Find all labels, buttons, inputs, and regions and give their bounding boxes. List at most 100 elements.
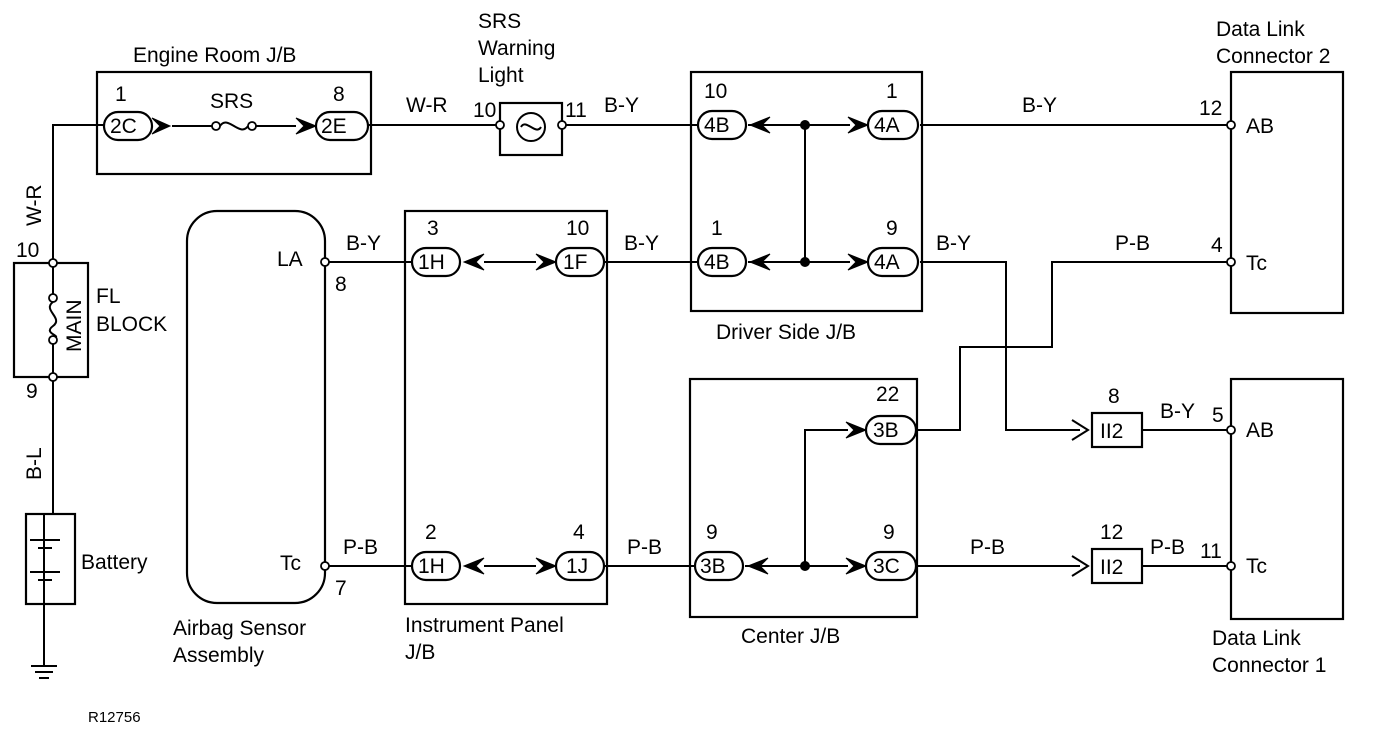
fl-block-label-2: BLOCK <box>96 313 167 336</box>
dlc1-title-1: Data Link <box>1212 627 1301 650</box>
ip-tr-connector: 1F <box>563 251 588 274</box>
ip-br-connector: 1J <box>566 555 588 578</box>
data-link-connector-2: Data Link Connector 2 12 AB 4 Tc <box>1199 18 1345 315</box>
data-link-connector-1: 5 AB 11 Tc Data Link Connector 1 <box>1200 377 1345 677</box>
ii2-lower-connector: II2 12 <box>1071 521 1144 585</box>
figure-id: R12756 <box>88 709 141 726</box>
srs-light-pin-in: 10 <box>473 99 496 122</box>
wire-pb-dlc2-tc <box>918 261 1230 431</box>
srs-light-pin-out: 11 <box>565 99 587 122</box>
wire-label-pb-ip-to-center: P-B <box>627 536 662 559</box>
connector-arrow-icon <box>1071 555 1090 577</box>
wires <box>43 124 1230 665</box>
driver-bl-pin: 1 <box>711 217 723 240</box>
driver-tl-connector: 4B <box>704 114 730 137</box>
center-br-connector: 3C <box>873 555 900 578</box>
battery-label: Battery <box>81 551 148 574</box>
wire-label-by-driver-out: B-Y <box>936 232 971 255</box>
dlc1-title-2: Connector 1 <box>1212 654 1326 677</box>
ground-icon <box>31 665 57 679</box>
wire-label-by-light-out: B-Y <box>604 94 639 117</box>
engine-room-jb-title: Engine Room J/B <box>133 44 296 67</box>
airbag-title-1: Airbag Sensor <box>173 617 306 640</box>
dlc2-tc-pin: 4 <box>1211 234 1223 257</box>
ii2-upper-conn: II2 <box>1100 420 1123 443</box>
wire-label-wr-vertical: W-R <box>23 184 46 226</box>
airbag-tc-label: Tc <box>280 552 301 575</box>
center-jb: Center J/B 22 3B 9 3B 9 3C <box>688 377 919 648</box>
center-jb-title: Center J/B <box>741 625 840 648</box>
dlc1-tc-label: Tc <box>1246 555 1267 578</box>
ip-bl-connector: 1H <box>418 555 445 578</box>
fl-block: W-R MAIN FL BLOCK 10 9 <box>12 184 167 403</box>
fl-main-label: MAIN <box>63 300 86 353</box>
ii2-lower-conn: II2 <box>1100 556 1123 579</box>
fl-top-pin: 10 <box>16 239 39 262</box>
connector-arrow-icon <box>1071 419 1090 441</box>
airbag-sensor-assembly: LA 8 Tc 7 Airbag Sensor Assembly <box>173 209 347 667</box>
srs-light-title-2: Warning <box>478 37 555 60</box>
driver-br-pin: 9 <box>886 217 898 240</box>
ip-tl-pin: 3 <box>427 217 439 240</box>
wire-wr-vertical <box>52 124 104 262</box>
srs-light-title-3: Light <box>478 64 524 87</box>
driver-tr-connector: 4A <box>874 114 900 137</box>
dlc2-ab-pin: 12 <box>1199 97 1222 120</box>
engine-room-left-pin: 1 <box>115 83 127 106</box>
dlc1-ab-label: AB <box>1246 419 1274 442</box>
wire-label-by-dlc2-ab: B-Y <box>1022 94 1057 117</box>
wire-label-wr-top: W-R <box>406 94 448 117</box>
ip-tl-connector: 1H <box>418 251 445 274</box>
ii2-lower-pin: 12 <box>1100 521 1123 544</box>
wire-label-by-ip-to-driver: B-Y <box>624 232 659 255</box>
instrument-panel-jb: 3 1H 10 1F 2 1H 4 1J Instrument Panel J/… <box>403 209 609 664</box>
wire-label-bl-battery: B-L <box>23 447 46 480</box>
bulb-icon <box>516 112 546 142</box>
airbag-la-pin: 8 <box>335 273 347 296</box>
srs-fuse-icon <box>219 121 249 131</box>
dlc2-ab-label: AB <box>1246 115 1274 138</box>
center-tr-pin: 22 <box>876 383 899 406</box>
dlc2-title-1: Data Link <box>1216 18 1305 41</box>
driver-tr-pin: 1 <box>886 80 898 103</box>
ip-title-2: J/B <box>405 641 435 664</box>
srs-light-title-1: SRS <box>478 10 521 33</box>
engine-room-jb: Engine Room J/B 1 2C SRS 8 2E <box>95 44 373 176</box>
fl-bottom-pin: 9 <box>26 380 38 403</box>
ip-bl-pin: 2 <box>425 521 437 544</box>
engine-room-left-connector: 2C <box>110 115 137 138</box>
airbag-title-2: Assembly <box>173 644 265 667</box>
driver-side-jb-title: Driver Side J/B <box>716 321 856 344</box>
ip-br-pin: 4 <box>573 521 585 544</box>
engine-room-right-pin: 8 <box>333 83 345 106</box>
center-bl-pin: 9 <box>706 521 718 544</box>
driver-br-connector: 4A <box>874 251 900 274</box>
wire-label-by-ii2-upper: B-Y <box>1160 400 1195 423</box>
dlc2-tc-label: Tc <box>1246 252 1267 275</box>
dlc1-tc-pin: 11 <box>1200 540 1222 563</box>
engine-room-right-connector: 2E <box>321 115 347 138</box>
driver-bl-connector: 4B <box>704 251 730 274</box>
wire-label-pb-center-out: P-B <box>970 536 1005 559</box>
srs-warning-light: SRS Warning Light 10 11 <box>473 10 587 157</box>
center-tr-connector: 3B <box>873 419 899 442</box>
wire-label-by-la: B-Y <box>346 232 381 255</box>
battery-icon <box>30 539 60 581</box>
wire-label-pb-dlc2-tc: P-B <box>1115 232 1150 255</box>
fl-block-label-1: FL <box>96 285 121 308</box>
battery: B-L Battery <box>23 447 148 679</box>
wire-label-pb-tc: P-B <box>343 536 378 559</box>
center-bl-connector: 3B <box>700 555 726 578</box>
ip-tr-pin: 10 <box>566 217 589 240</box>
ii2-upper-pin: 8 <box>1108 385 1120 408</box>
dlc2-title-2: Connector 2 <box>1216 45 1330 68</box>
dlc1-ab-pin: 5 <box>1212 404 1224 427</box>
driver-side-jb: Driver Side J/B 10 4B 1 4A 1 4B 9 4A <box>689 70 924 344</box>
ip-title-1: Instrument Panel <box>405 614 564 637</box>
airbag-tc-pin: 7 <box>335 577 347 600</box>
airbag-la-label: LA <box>277 248 303 271</box>
driver-tl-pin: 10 <box>704 80 727 103</box>
wire-label-pb-ii2-lower: P-B <box>1150 536 1185 559</box>
center-br-pin: 9 <box>883 521 895 544</box>
